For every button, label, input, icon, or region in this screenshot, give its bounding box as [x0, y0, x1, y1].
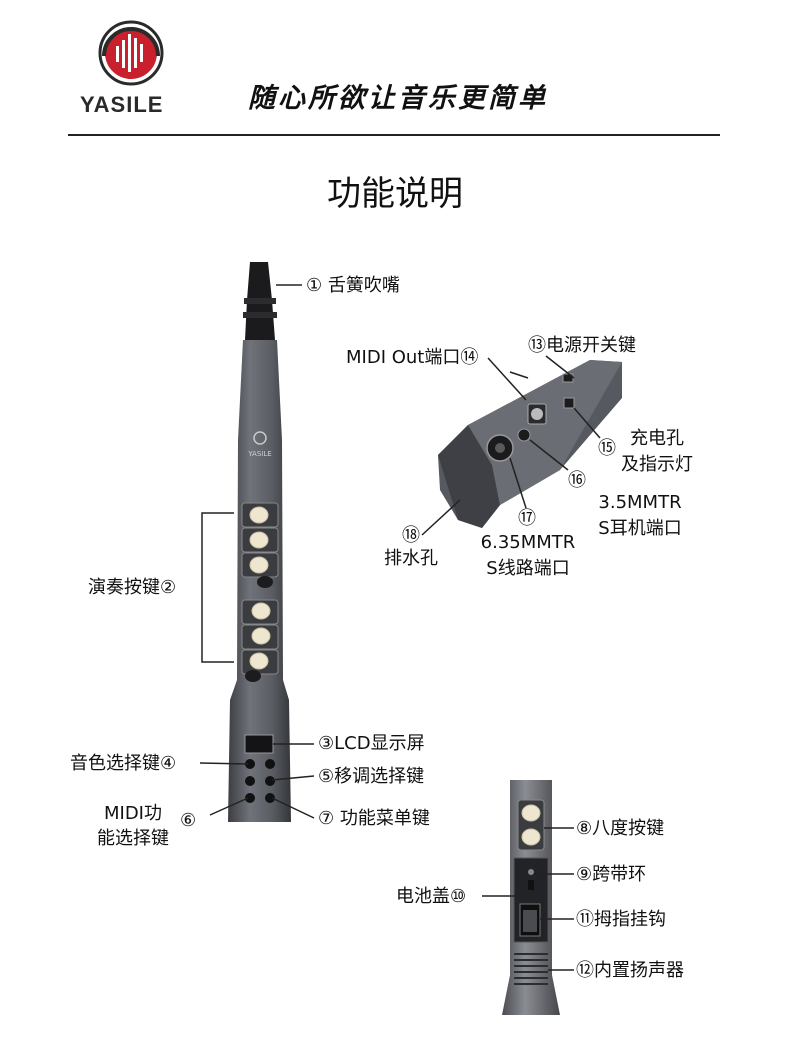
label-charge-num: ⑮: [598, 438, 616, 459]
label-drain-num: ⑱: [402, 525, 420, 546]
header-divider: [68, 134, 720, 136]
body-logo-text: YASILE: [247, 450, 271, 458]
label-midi-line1: MIDI功: [103, 803, 162, 824]
lcd-screen: [244, 734, 274, 754]
label-headphone-line1: 3.5MMTR: [598, 492, 682, 513]
slogan: 随心所欲让音乐更简单: [248, 83, 548, 114]
label-voice-select: 音色选择键④: [70, 753, 177, 774]
label-mouthpiece: ① 舌簧吹嘴: [306, 275, 400, 296]
label-charge-line1: 充电孔: [630, 428, 684, 449]
brand-logo-icon: [98, 20, 164, 86]
label-transpose: ⑤移调选择键: [318, 766, 425, 787]
body-logo-icon: [253, 431, 267, 445]
label-lcd: ③LCD显示屏: [318, 733, 425, 754]
label-midi-num: ⑥: [180, 810, 197, 831]
label-drain: 排水孔: [384, 548, 438, 569]
page-title: 功能说明: [327, 174, 463, 214]
label-charge-line2: 及指示灯: [621, 454, 693, 475]
label-octave: ⑧八度按键: [576, 818, 665, 839]
bottom-detail: [502, 780, 560, 1015]
label-line-out-num: ⑰: [518, 508, 536, 529]
play-keys: [241, 502, 279, 682]
label-strap-ring: ⑨跨带环: [576, 864, 647, 885]
label-thumb-hook: ⑪拇指挂钩: [576, 909, 666, 930]
label-headphone-line2: S耳机端口: [598, 518, 682, 539]
mouthpiece: [243, 262, 277, 340]
function-buttons: [245, 759, 275, 803]
label-line-out-line2: S线路端口: [486, 558, 570, 579]
label-battery-cover: 电池盖⑩: [396, 886, 467, 907]
label-midi-line2: 能选择键: [97, 828, 169, 849]
label-speaker: ⑫内置扬声器: [576, 960, 684, 981]
end-view: [438, 360, 622, 528]
label-function-menu: ⑦ 功能菜单键: [318, 808, 430, 829]
label-play-keys: 演奏按键②: [88, 577, 177, 598]
label-line-out-line1: 6.35MMTR: [480, 532, 576, 553]
brand-name: YASILE: [80, 92, 164, 117]
label-power: ⑬电源开关键: [528, 335, 636, 356]
label-headphone-num: ⑯: [568, 470, 586, 491]
label-midi-out: MIDI Out端口⑭: [346, 347, 479, 368]
